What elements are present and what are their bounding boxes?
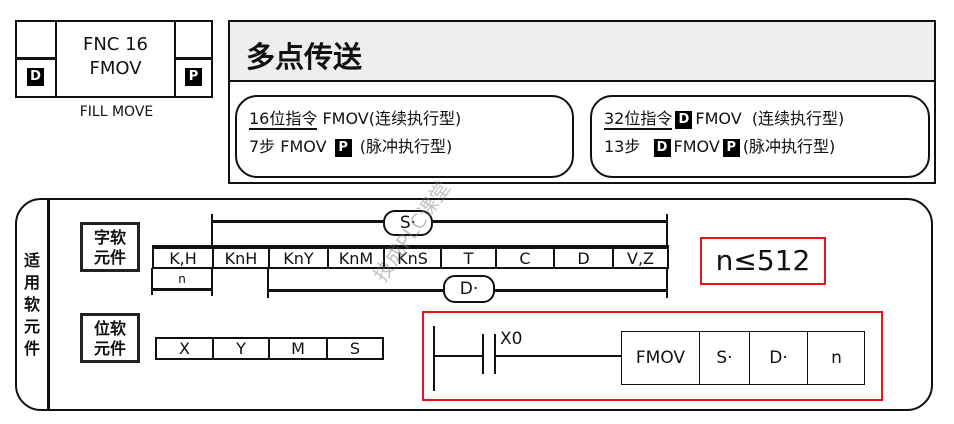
- english-name: FILL MOVE: [79, 104, 154, 120]
- bit16-label: 16位指令: [249, 109, 318, 130]
- p-badge: P: [334, 138, 352, 157]
- instruction-operand: S·: [699, 332, 749, 384]
- divider: [47, 199, 50, 410]
- bit16-pill: 16位指令 FMOV(连续执行型) 7步 FMOV P (脉冲执行型): [235, 95, 574, 178]
- bit-device-label: 位软元件: [80, 313, 140, 363]
- word-device-cell: KnS: [383, 245, 442, 269]
- bit32-steps: 13步: [604, 137, 641, 156]
- bit32-pulse: (脉冲执行型): [742, 137, 836, 156]
- instruction-box: FMOV S·D·n: [621, 331, 865, 385]
- d-badge: D: [675, 110, 693, 129]
- bit32-mnemonic: FMOV: [695, 109, 742, 128]
- title-frame: 多点传送 16位指令 FMOV(连续执行型) 7步 FMOV P (脉冲执行型)…: [228, 20, 936, 184]
- p-badge: P: [722, 138, 740, 157]
- bit16-pulse: (脉冲执行型): [359, 137, 453, 156]
- n-arrow: [152, 288, 212, 291]
- bit16-continuous: (连续执行型): [368, 109, 462, 128]
- instruction-operand: FMOV: [635, 348, 686, 368]
- instruction-code-box: FNC 16 FMOV D P: [15, 20, 213, 98]
- bit16-steps: 7步: [249, 137, 276, 156]
- bit16-mnemonic: FMOV: [322, 109, 369, 128]
- word-device-cell: V,Z: [612, 245, 669, 269]
- bit-device-cell: X: [155, 337, 214, 360]
- bit-device-cell: M: [268, 337, 328, 360]
- word-device-cell: KnY: [268, 245, 329, 269]
- word-device-cell: C: [495, 245, 555, 269]
- n-limit: n≤512: [700, 237, 826, 285]
- word-device-cell: KnH: [212, 245, 270, 269]
- instruction-operand: D·: [749, 332, 807, 384]
- bit32-mnemonic2: FMOV: [673, 137, 720, 156]
- word-device-label: 字软元件: [80, 222, 140, 272]
- bit32-label: 32位指令: [604, 109, 673, 130]
- contact-label: X0: [500, 329, 523, 349]
- page-title: 多点传送: [246, 40, 363, 74]
- operand-frame: [15, 198, 933, 411]
- bit16-mnemonic2: FMOV: [280, 137, 327, 156]
- d-operand-pill: D·: [443, 275, 495, 303]
- word-device-cell: K,H: [152, 245, 214, 269]
- word-device-cell: D: [553, 245, 614, 269]
- d-badge: D: [653, 138, 671, 157]
- d-badge: D: [27, 68, 44, 86]
- fnc-number: FNC 16: [82, 34, 148, 55]
- mnemonic: FMOV: [89, 58, 142, 79]
- ladder-example: X0 FMOV S·D·n: [422, 311, 883, 401]
- s-arrow: [212, 220, 667, 223]
- power-rail: [433, 326, 435, 391]
- word-device-cell: T: [440, 245, 497, 269]
- contact-icon: [482, 334, 484, 374]
- bit-device-cell: S: [326, 337, 384, 360]
- bit32-continuous: (连续执行型): [751, 109, 845, 128]
- contact-icon: [494, 334, 496, 374]
- applicable-devices-label: 适用软元件: [23, 251, 40, 358]
- title-band: 多点传送: [230, 22, 934, 82]
- p-badge: P: [185, 68, 202, 86]
- s-operand-pill: S·: [383, 210, 433, 236]
- instruction-operand: n: [807, 332, 865, 384]
- bit-device-cell: Y: [212, 337, 270, 360]
- n-label: n: [178, 272, 186, 286]
